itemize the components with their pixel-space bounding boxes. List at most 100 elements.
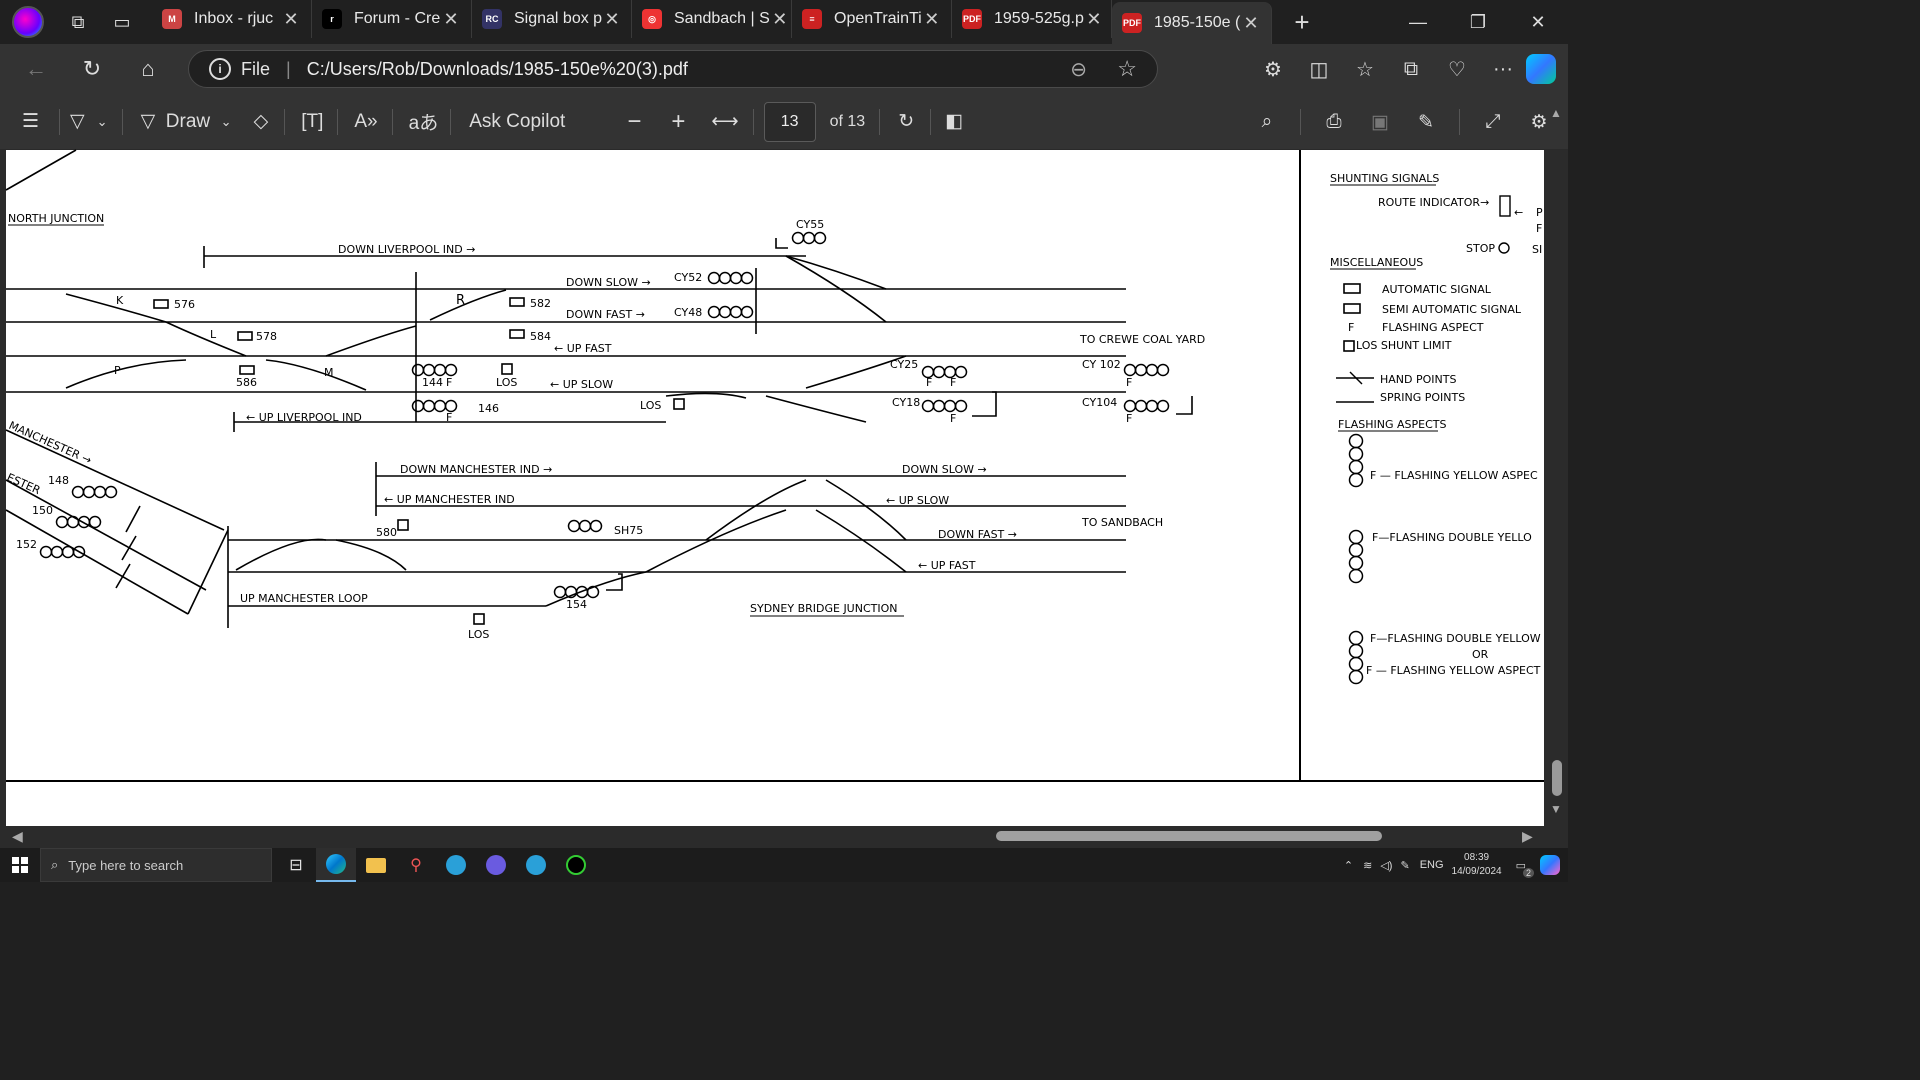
print-icon[interactable]: ⎙: [1326, 111, 1342, 132]
workspaces-icon[interactable]: ⧉: [71, 11, 85, 32]
notification-icon[interactable]: ▭2: [1516, 859, 1534, 878]
tab-title: Inbox - rjuc: [194, 10, 274, 27]
task-view-icon[interactable]: ⊟: [289, 857, 303, 874]
clock-date: 14/09/2024: [1451, 866, 1502, 877]
save-icon[interactable]: ▣: [1371, 111, 1389, 133]
notification-count: 2: [1522, 867, 1534, 878]
legend-shunting-heading: SHUNTING SIGNALS: [1330, 172, 1439, 185]
more-icon[interactable]: ···: [1493, 57, 1513, 80]
extensions-icon[interactable]: ⚙: [1264, 58, 1282, 81]
zoom-out-icon[interactable]: ⊖: [1070, 58, 1087, 81]
file-explorer-icon[interactable]: [356, 848, 396, 882]
close-tab-icon[interactable]: ✕: [1243, 12, 1259, 33]
close-window-button[interactable]: ✕: [1530, 11, 1546, 32]
add-text-icon[interactable]: [T]: [301, 110, 324, 132]
minimize-button[interactable]: —: [1409, 11, 1427, 32]
draw-button[interactable]: ▽ Draw ⌄: [141, 102, 232, 142]
page-number-input[interactable]: 13: [763, 101, 816, 142]
signal-aspect-head: [1348, 472, 1364, 488]
tab-actions-icon[interactable]: ▭: [113, 11, 131, 32]
discord-icon[interactable]: [476, 848, 516, 882]
telegram-icon[interactable]: [436, 848, 476, 882]
rotate-icon[interactable]: ↻: [898, 111, 915, 132]
close-tab-icon[interactable]: ✕: [924, 8, 940, 29]
rail-app-icon[interactable]: [556, 848, 596, 882]
vertical-scroll-thumb[interactable]: [1552, 760, 1562, 796]
taskbar-search[interactable]: ⌕ Type here to search: [40, 848, 272, 882]
copilot-taskbar-icon[interactable]: [1540, 855, 1560, 875]
close-tab-icon[interactable]: ✕: [1086, 8, 1102, 29]
close-tab-icon[interactable]: ✕: [443, 8, 459, 29]
vertical-scrollbar[interactable]: ▲ ▼: [1548, 106, 1564, 826]
chevron-down-icon[interactable]: ⌄: [96, 113, 108, 129]
favorites-icon[interactable]: ☆: [1356, 58, 1374, 81]
pen-icon[interactable]: ✎: [1400, 859, 1410, 872]
page-view-icon[interactable]: ◧: [945, 111, 964, 132]
scroll-right-icon[interactable]: ▶: [1522, 828, 1533, 844]
browser-tab[interactable]: ≡OpenTrainTi✕: [792, 0, 952, 38]
scroll-down-icon[interactable]: ▼: [1550, 802, 1562, 816]
clock[interactable]: 08:39 14/09/2024: [1452, 851, 1502, 879]
highlight-icon[interactable]: ▽: [70, 111, 85, 132]
home-button[interactable]: ⌂: [141, 56, 155, 81]
collections-icon[interactable]: ⧉: [1403, 57, 1419, 80]
zoom-in-button[interactable]: +: [671, 107, 686, 135]
erase-icon[interactable]: ◇: [253, 111, 269, 132]
app-icon[interactable]: ⚲: [410, 857, 422, 874]
restore-button[interactable]: ❐: [1469, 11, 1487, 32]
signal-aspect-head: [82, 485, 96, 499]
contents-icon[interactable]: ☰: [22, 111, 40, 132]
legend-flashing-yellow-2: F — FLASHING YELLOW ASPECT: [1366, 664, 1541, 677]
telegram-2-icon[interactable]: [516, 848, 556, 882]
browser-tab[interactable]: ◎Sandbach | S✕: [632, 0, 792, 38]
fit-width-icon[interactable]: ⟷: [711, 111, 739, 132]
language-indicator[interactable]: ENG: [1419, 859, 1444, 871]
fullscreen-icon[interactable]: ⤢: [1485, 111, 1501, 132]
signal-aspect-head: [1348, 446, 1364, 462]
favorite-star-icon[interactable]: ☆: [1117, 56, 1137, 81]
url-field[interactable]: i File | C:/Users/Rob/Downloads/1985-150…: [188, 50, 1158, 88]
horizontal-scroll-thumb[interactable]: [996, 831, 1382, 841]
scroll-up-icon[interactable]: ▲: [1550, 106, 1562, 120]
close-tab-icon[interactable]: ✕: [604, 8, 620, 29]
crossover: [65, 293, 167, 323]
wifi-icon[interactable]: ≋: [1363, 859, 1373, 872]
legend-flashing-double-yellow-2: F—FLASHING DOUBLE YELLOW: [1370, 632, 1541, 645]
window-controls: — ❐ ✕: [1388, 0, 1568, 44]
horizontal-scrollbar[interactable]: ◀ ▶: [6, 826, 1544, 846]
ask-copilot-button[interactable]: Ask Copilot: [469, 110, 566, 132]
up-fast-2-label: ← UP FAST: [918, 559, 976, 572]
split-screen-icon[interactable]: ◫: [1309, 58, 1329, 81]
read-aloud-icon[interactable]: A»: [354, 110, 378, 132]
profile-avatar[interactable]: [12, 6, 44, 38]
refresh-button[interactable]: ↻: [82, 56, 102, 81]
info-icon[interactable]: i: [209, 58, 231, 80]
close-tab-icon[interactable]: ✕: [283, 8, 299, 29]
browser-essentials-icon[interactable]: ♡: [1448, 58, 1466, 81]
translate-icon[interactable]: aあ: [408, 113, 439, 134]
legend-aspect-heads: [1348, 433, 1364, 685]
tab-title: OpenTrainTi: [834, 10, 922, 27]
new-tab-button[interactable]: +: [1294, 6, 1310, 37]
edge-taskbar-icon[interactable]: [316, 848, 356, 882]
save-as-icon[interactable]: ✎: [1418, 111, 1434, 133]
settings-gear-icon[interactable]: ⚙: [1530, 111, 1548, 133]
zoom-out-button[interactable]: −: [627, 107, 642, 135]
copilot-icon[interactable]: [1526, 54, 1556, 84]
windows-start-icon[interactable]: [0, 857, 40, 873]
find-icon[interactable]: ⌕: [1261, 111, 1273, 132]
chevron-up-icon[interactable]: ⌃: [1343, 859, 1354, 872]
pdf-viewer[interactable]: NORTH JUNCTION DOWN LIVERPOOL IND → ← UP…: [0, 106, 1568, 848]
url-text[interactable]: C:/Users/Rob/Downloads/1985-150e%20(3).p…: [306, 58, 688, 79]
back-button[interactable]: ←: [25, 56, 47, 81]
flashing-f: F: [926, 376, 932, 389]
scroll-left-icon[interactable]: ◀: [12, 828, 23, 844]
legend-flashing-heading: FLASHING ASPECTS: [1338, 418, 1446, 431]
volume-icon[interactable]: ◁): [1380, 859, 1393, 872]
close-tab-icon[interactable]: ✕: [772, 8, 788, 29]
